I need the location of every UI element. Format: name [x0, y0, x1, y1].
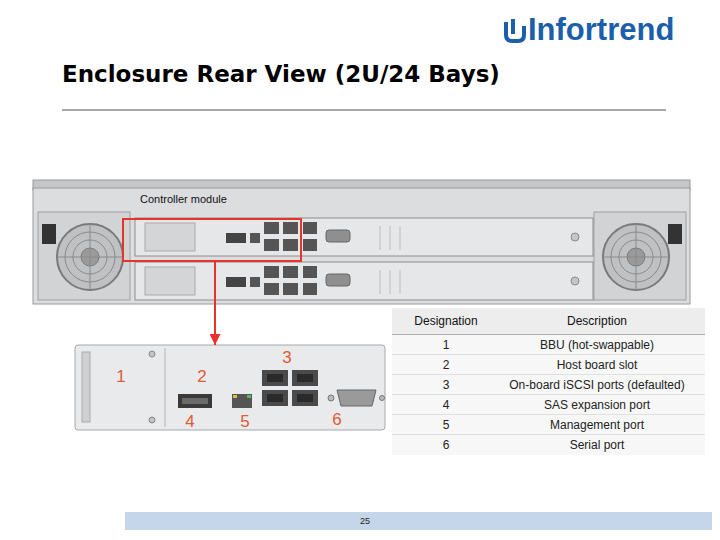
table-grid	[392, 308, 705, 455]
callout-number: 2	[192, 367, 212, 386]
logo-text: Infortrend	[528, 12, 674, 48]
module-label: Controller module	[140, 193, 227, 206]
footer-bar	[125, 512, 712, 530]
callout-number: 3	[277, 348, 297, 367]
controller-closeup	[75, 345, 385, 430]
table-header: Description	[494, 312, 700, 330]
slide-title: Enclosure Rear View (2U/24 Bays)	[62, 60, 500, 88]
table-cell: 1	[401, 336, 491, 354]
highlight-box: Controller module	[122, 218, 302, 262]
table-cell: 5	[401, 416, 491, 434]
table-cell: 2	[401, 356, 491, 374]
page-number: 25	[345, 514, 385, 528]
table-cell: 4	[401, 396, 491, 414]
table-cell: Management port	[494, 416, 700, 434]
callout-number: 5	[235, 412, 255, 431]
table-cell: Host board slot	[494, 356, 700, 374]
callout-number: 1	[111, 367, 131, 386]
callout-number: 6	[327, 410, 347, 429]
table-cell: SAS expansion port	[494, 396, 700, 414]
zoom-arrow	[214, 262, 216, 345]
title-rule	[62, 109, 666, 111]
table-cell: On-board iSCSI ports (defaulted)	[494, 376, 700, 394]
table-cell: 6	[401, 436, 491, 454]
table-header: Designation	[401, 312, 491, 330]
closeup-panel: 1 2 3 4 5 6	[75, 345, 385, 430]
table-cell: Serial port	[494, 436, 700, 454]
callout-number: 4	[180, 412, 200, 431]
enclosure-photo	[33, 180, 690, 304]
table-cell: 3	[401, 376, 491, 394]
logo-icon	[506, 19, 524, 41]
table-cell: BBU (hot-swappable)	[494, 336, 700, 354]
